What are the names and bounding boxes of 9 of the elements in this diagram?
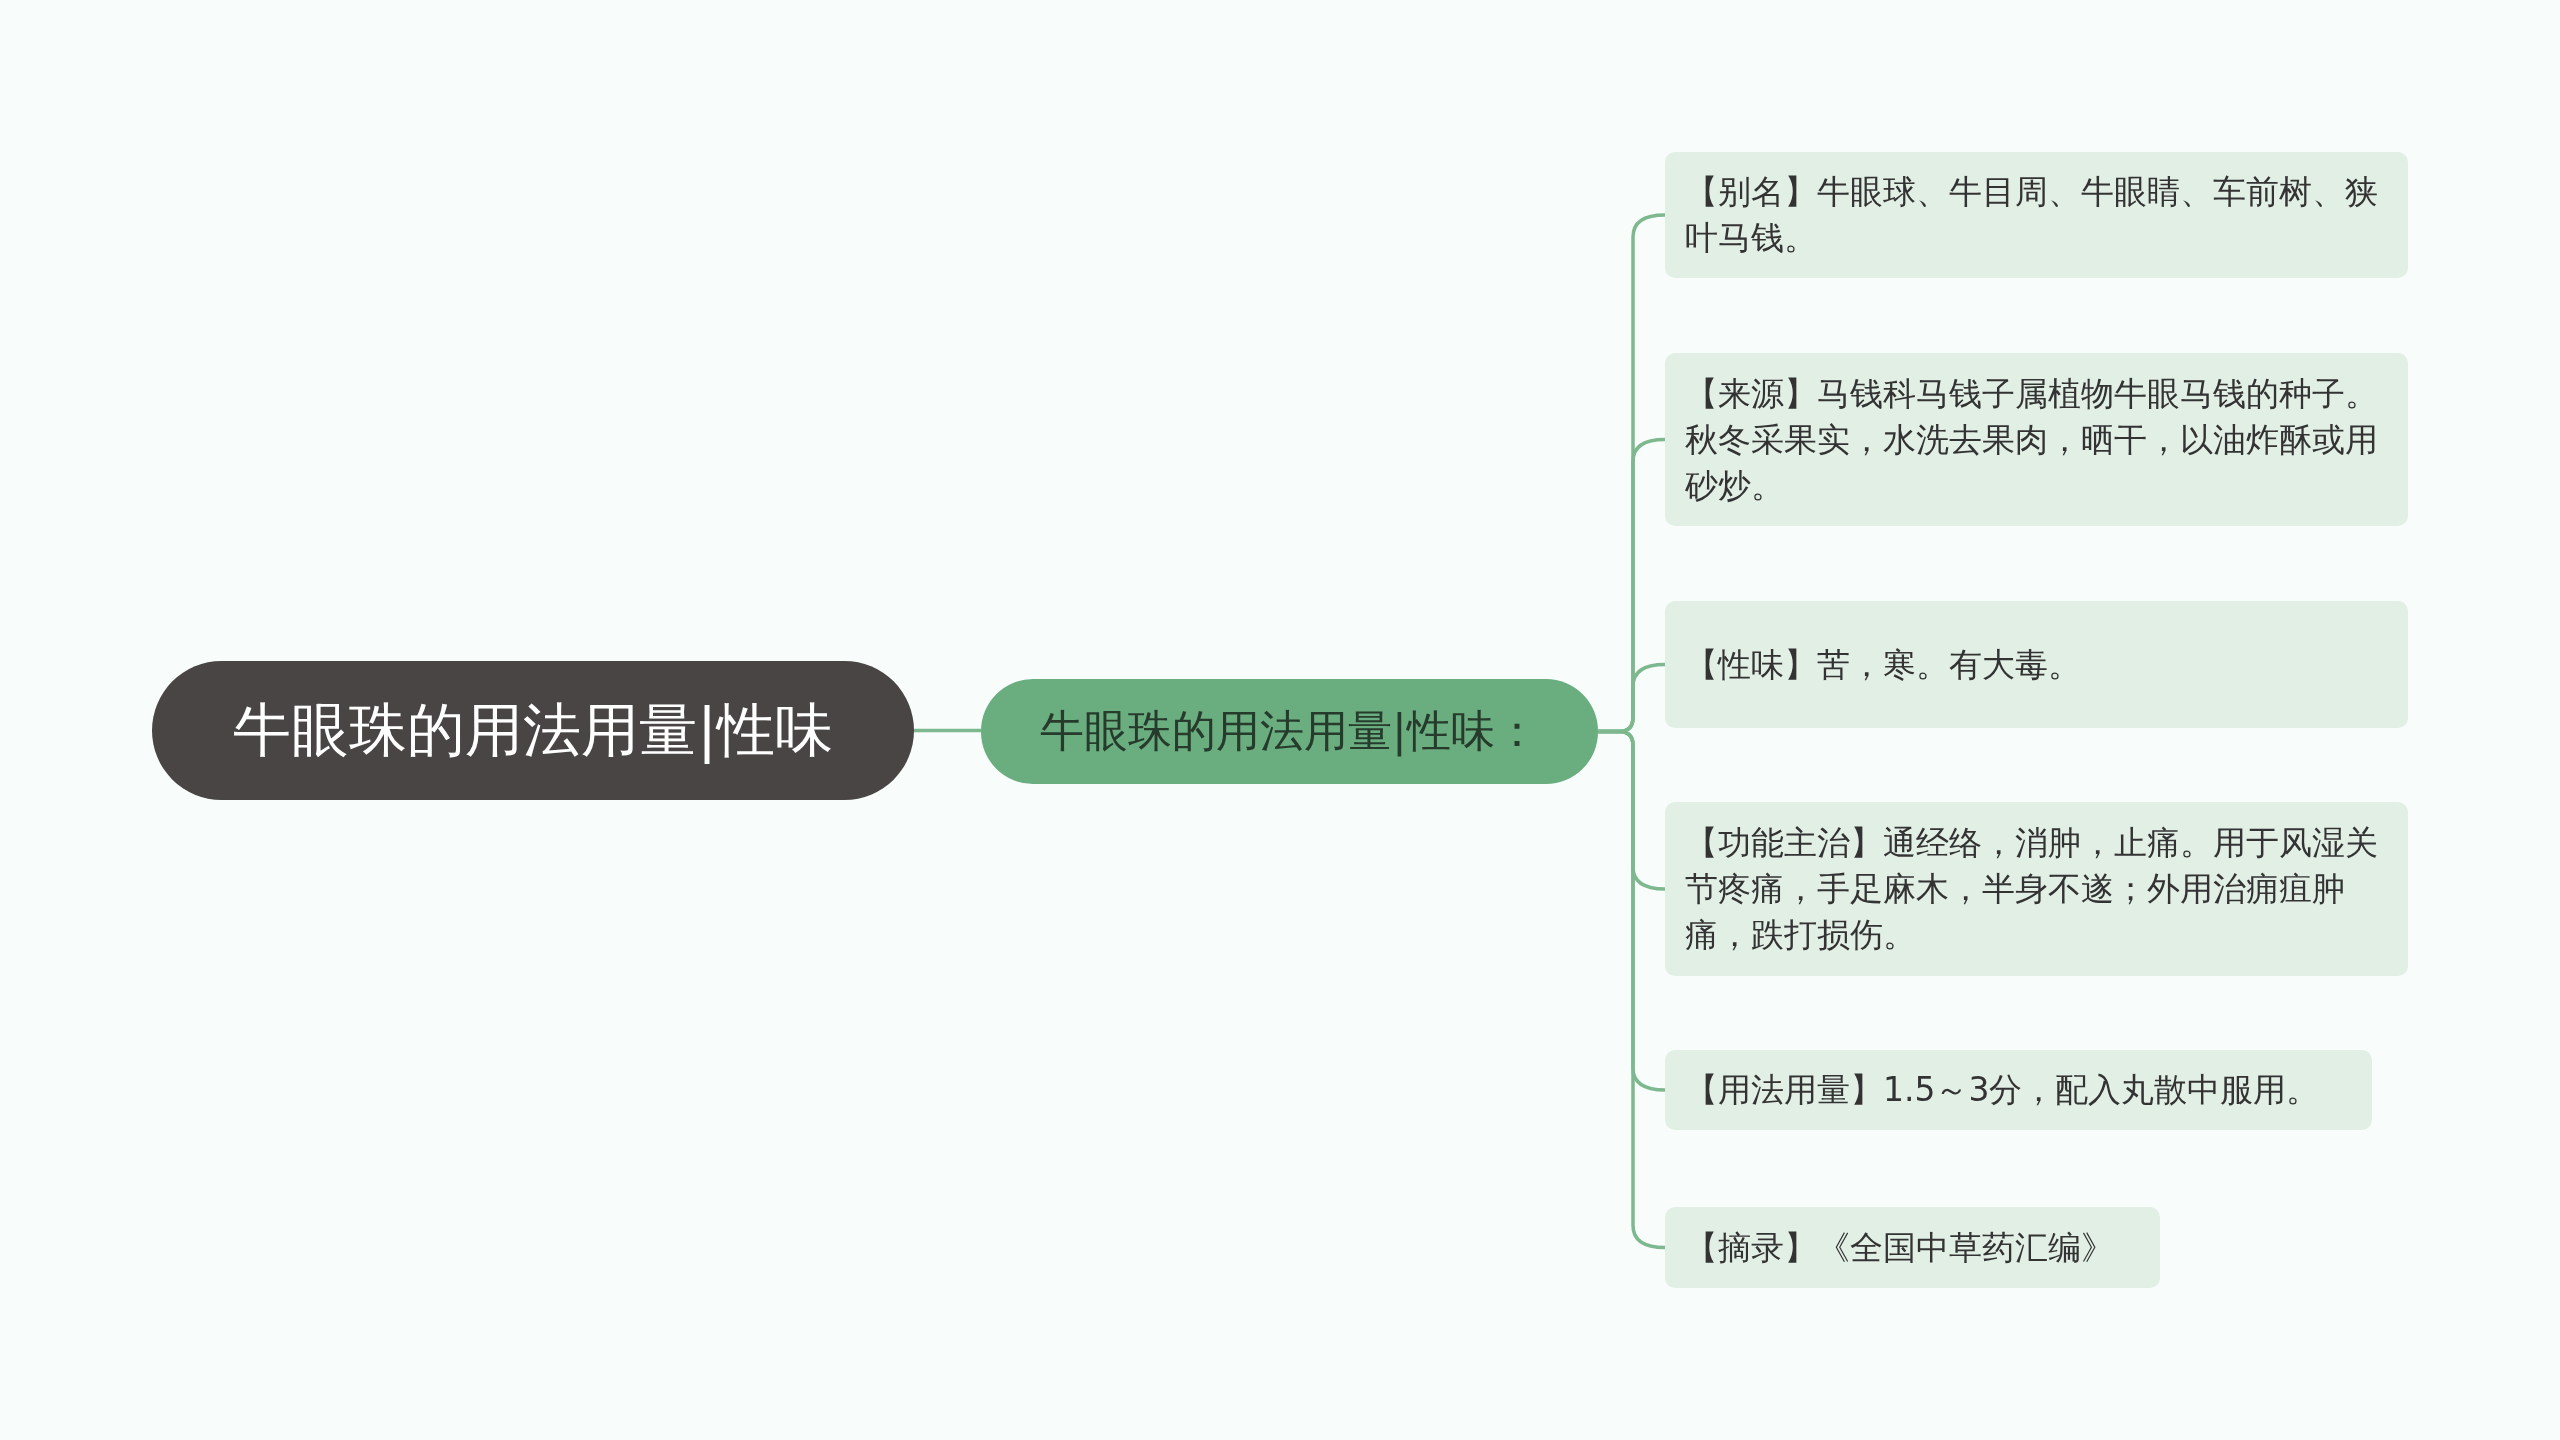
- note-box: 【用法用量】1.5～3分，配入丸散中服用。: [1665, 1050, 2372, 1130]
- note-box: 【功能主治】通经络，消肿，止痛。用于风湿关节疼痛，手足麻木，半身不遂；外用治痈疽肿痛，跌打损伤。: [1665, 802, 2408, 976]
- note-box: 【别名】牛眼球、牛目周、牛眼睛、车前树、狭叶马钱。: [1665, 152, 2408, 278]
- topic-box: 牛眼珠的用法用量|性味：: [981, 679, 1598, 784]
- note-box: 【摘录】《全国中草药汇编》: [1665, 1207, 2160, 1288]
- central-topic: 牛眼珠的用法用量|性味: [152, 661, 914, 800]
- note-box: 【来源】马钱科马钱子属植物牛眼马钱的种子。秋冬采果实，水洗去果肉，晒干，以油炸酥或用砂炒。: [1665, 353, 2408, 526]
- connector-line: [914, 728, 981, 733]
- note-box: 【性味】苦，寒。有大毒。: [1665, 601, 2408, 728]
